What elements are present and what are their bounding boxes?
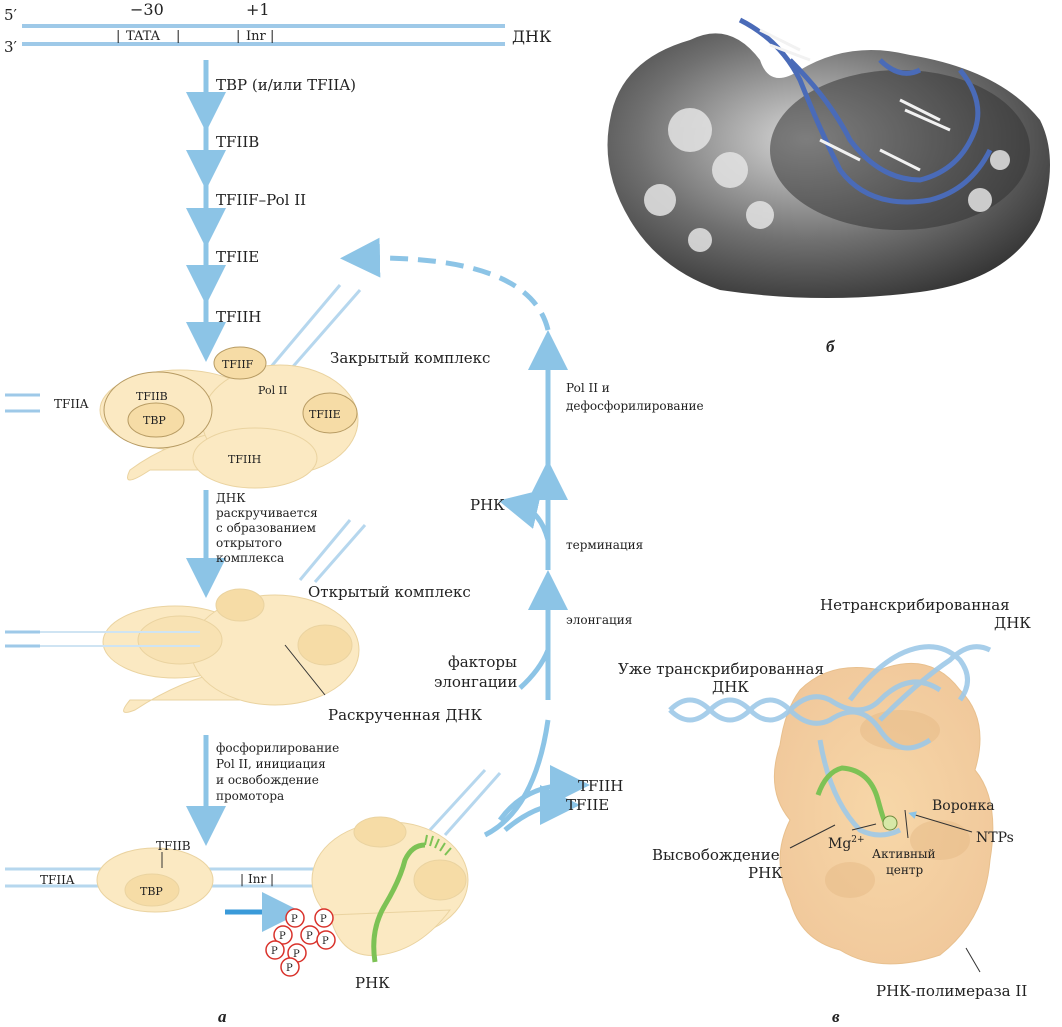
closed-complex: TFIIF Pol II TFIIB TBP TFIIE TFIIH TFIIA… [5, 284, 490, 489]
mg-label: Mg2+ [828, 835, 865, 852]
rna-release-label: Высвобождение РНК [652, 846, 784, 882]
strand-5-label: 5′ [4, 6, 18, 24]
unwind-step: ДНК раскручивается с образованием открыт… [186, 490, 367, 598]
init-inr-bracket-right: | [270, 872, 274, 886]
elongation-factors-label: факторы элонгации [434, 653, 522, 691]
open-complex: Открытый комплекс Раскрученная ДНК [5, 583, 482, 724]
dna-bases [759, 28, 951, 172]
svg-text:P: P [293, 949, 300, 960]
tata-box-bracket-right: | [176, 29, 180, 44]
step-tbp: TBP (и/или TFIIA) [216, 76, 356, 94]
assembly-steps: TBP (и/или TFIIA) TFIIB TFIIF–Pol II TFI… [186, 60, 356, 362]
unwound-dna-label: Раскрученная ДНК [328, 706, 482, 724]
init-rna-label: РНК [355, 974, 390, 992]
init-tfiib: TFIIB [156, 839, 191, 853]
molecular-surface-structure [607, 17, 1050, 299]
step-tfiib: TFIIB [216, 133, 259, 151]
inr-label: Inr [246, 29, 267, 44]
svg-text:P: P [320, 914, 327, 925]
position-minus30: −30 [130, 0, 164, 19]
svg-text:P: P [322, 936, 329, 947]
panel-label-c: в [832, 1007, 840, 1026]
svg-text:P: P [271, 946, 278, 957]
svg-text:P: P [291, 914, 298, 925]
init-inr-bracket-left: | [240, 872, 244, 886]
active-site-label: Активный центр [872, 847, 939, 877]
inr-bracket-left: | [236, 29, 240, 44]
ntps-label: NTPs [976, 830, 1014, 846]
phosphate-group: P P P P P P P P [265, 908, 336, 977]
closed-tfiia: TFIIA [54, 397, 89, 411]
closed-tfiie: TFIIE [309, 408, 341, 421]
polymerase-label: РНК-полимераза II [876, 982, 1027, 1000]
rna-fringe [424, 834, 452, 856]
position-plus1: +1 [246, 0, 270, 19]
dna-backbone [738, 17, 993, 205]
unwind-text: ДНК раскручивается с образованием открыт… [216, 491, 322, 565]
released-rna-label: РНК [470, 496, 505, 514]
init-tfiia: TFIIA [40, 873, 75, 887]
closed-tbp: TBP [143, 414, 166, 427]
closed-tfiif: TFIIF [222, 358, 254, 371]
nontranscribed-dna-label: Нетранскрибированная ДНК [820, 596, 1031, 632]
tata-box-label: TATA [126, 29, 161, 44]
step-tfiie: TFIIE [216, 248, 259, 266]
transcribed-dna-label: Уже транскрибированная ДНК [618, 660, 829, 696]
termination-label: терминация [566, 538, 643, 552]
tata-box-bracket-left: | [116, 29, 120, 44]
top-dna: 5′ 3′ −30 +1 | TATA | | Inr | ДНК [4, 0, 552, 56]
out-tfiih-label: TFIIH [578, 777, 623, 795]
closed-tfiih: TFIIH [228, 453, 261, 466]
step-tfiif-pol: TFIIF–Pol II [216, 191, 306, 209]
out-tfiie-label: TFIIE [566, 796, 609, 814]
svg-text:P: P [306, 931, 313, 942]
init-tbp: TBP [140, 885, 163, 898]
pol2-structure [668, 644, 994, 973]
panel-label-b: б [826, 337, 836, 356]
svg-text:P: P [279, 931, 286, 942]
inr-bracket-right: | [270, 29, 274, 44]
dephos-label: Pol II и дефосфорилирование [566, 381, 704, 413]
dna-label: ДНК [512, 27, 552, 46]
closed-tfiib: TFIIB [136, 390, 168, 403]
funnel-label: Воронка [932, 798, 995, 814]
closed-complex-label: Закрытый комплекс [330, 349, 490, 367]
svg-text:P: P [286, 963, 293, 974]
recycle-path [340, 237, 590, 838]
step-tfiih: TFIIH [216, 308, 261, 326]
open-complex-label: Открытый комплекс [308, 583, 471, 601]
panel-label-a: а [218, 1007, 227, 1026]
init-inr: Inr [248, 872, 266, 886]
initiation-complex: TFIIB TBP TFIIA | Inr | P [5, 768, 502, 992]
dna-double-helix [668, 644, 992, 838]
phospho-step: фосфорилирование Pol II, инициация и осв… [186, 735, 343, 846]
closed-pol2: Pol II [258, 384, 287, 397]
strand-3-label: 3′ [4, 38, 18, 56]
phospho-text: фосфорилирование Pol II, инициация и осв… [216, 741, 343, 803]
elongation-label: элонгация [566, 613, 632, 627]
